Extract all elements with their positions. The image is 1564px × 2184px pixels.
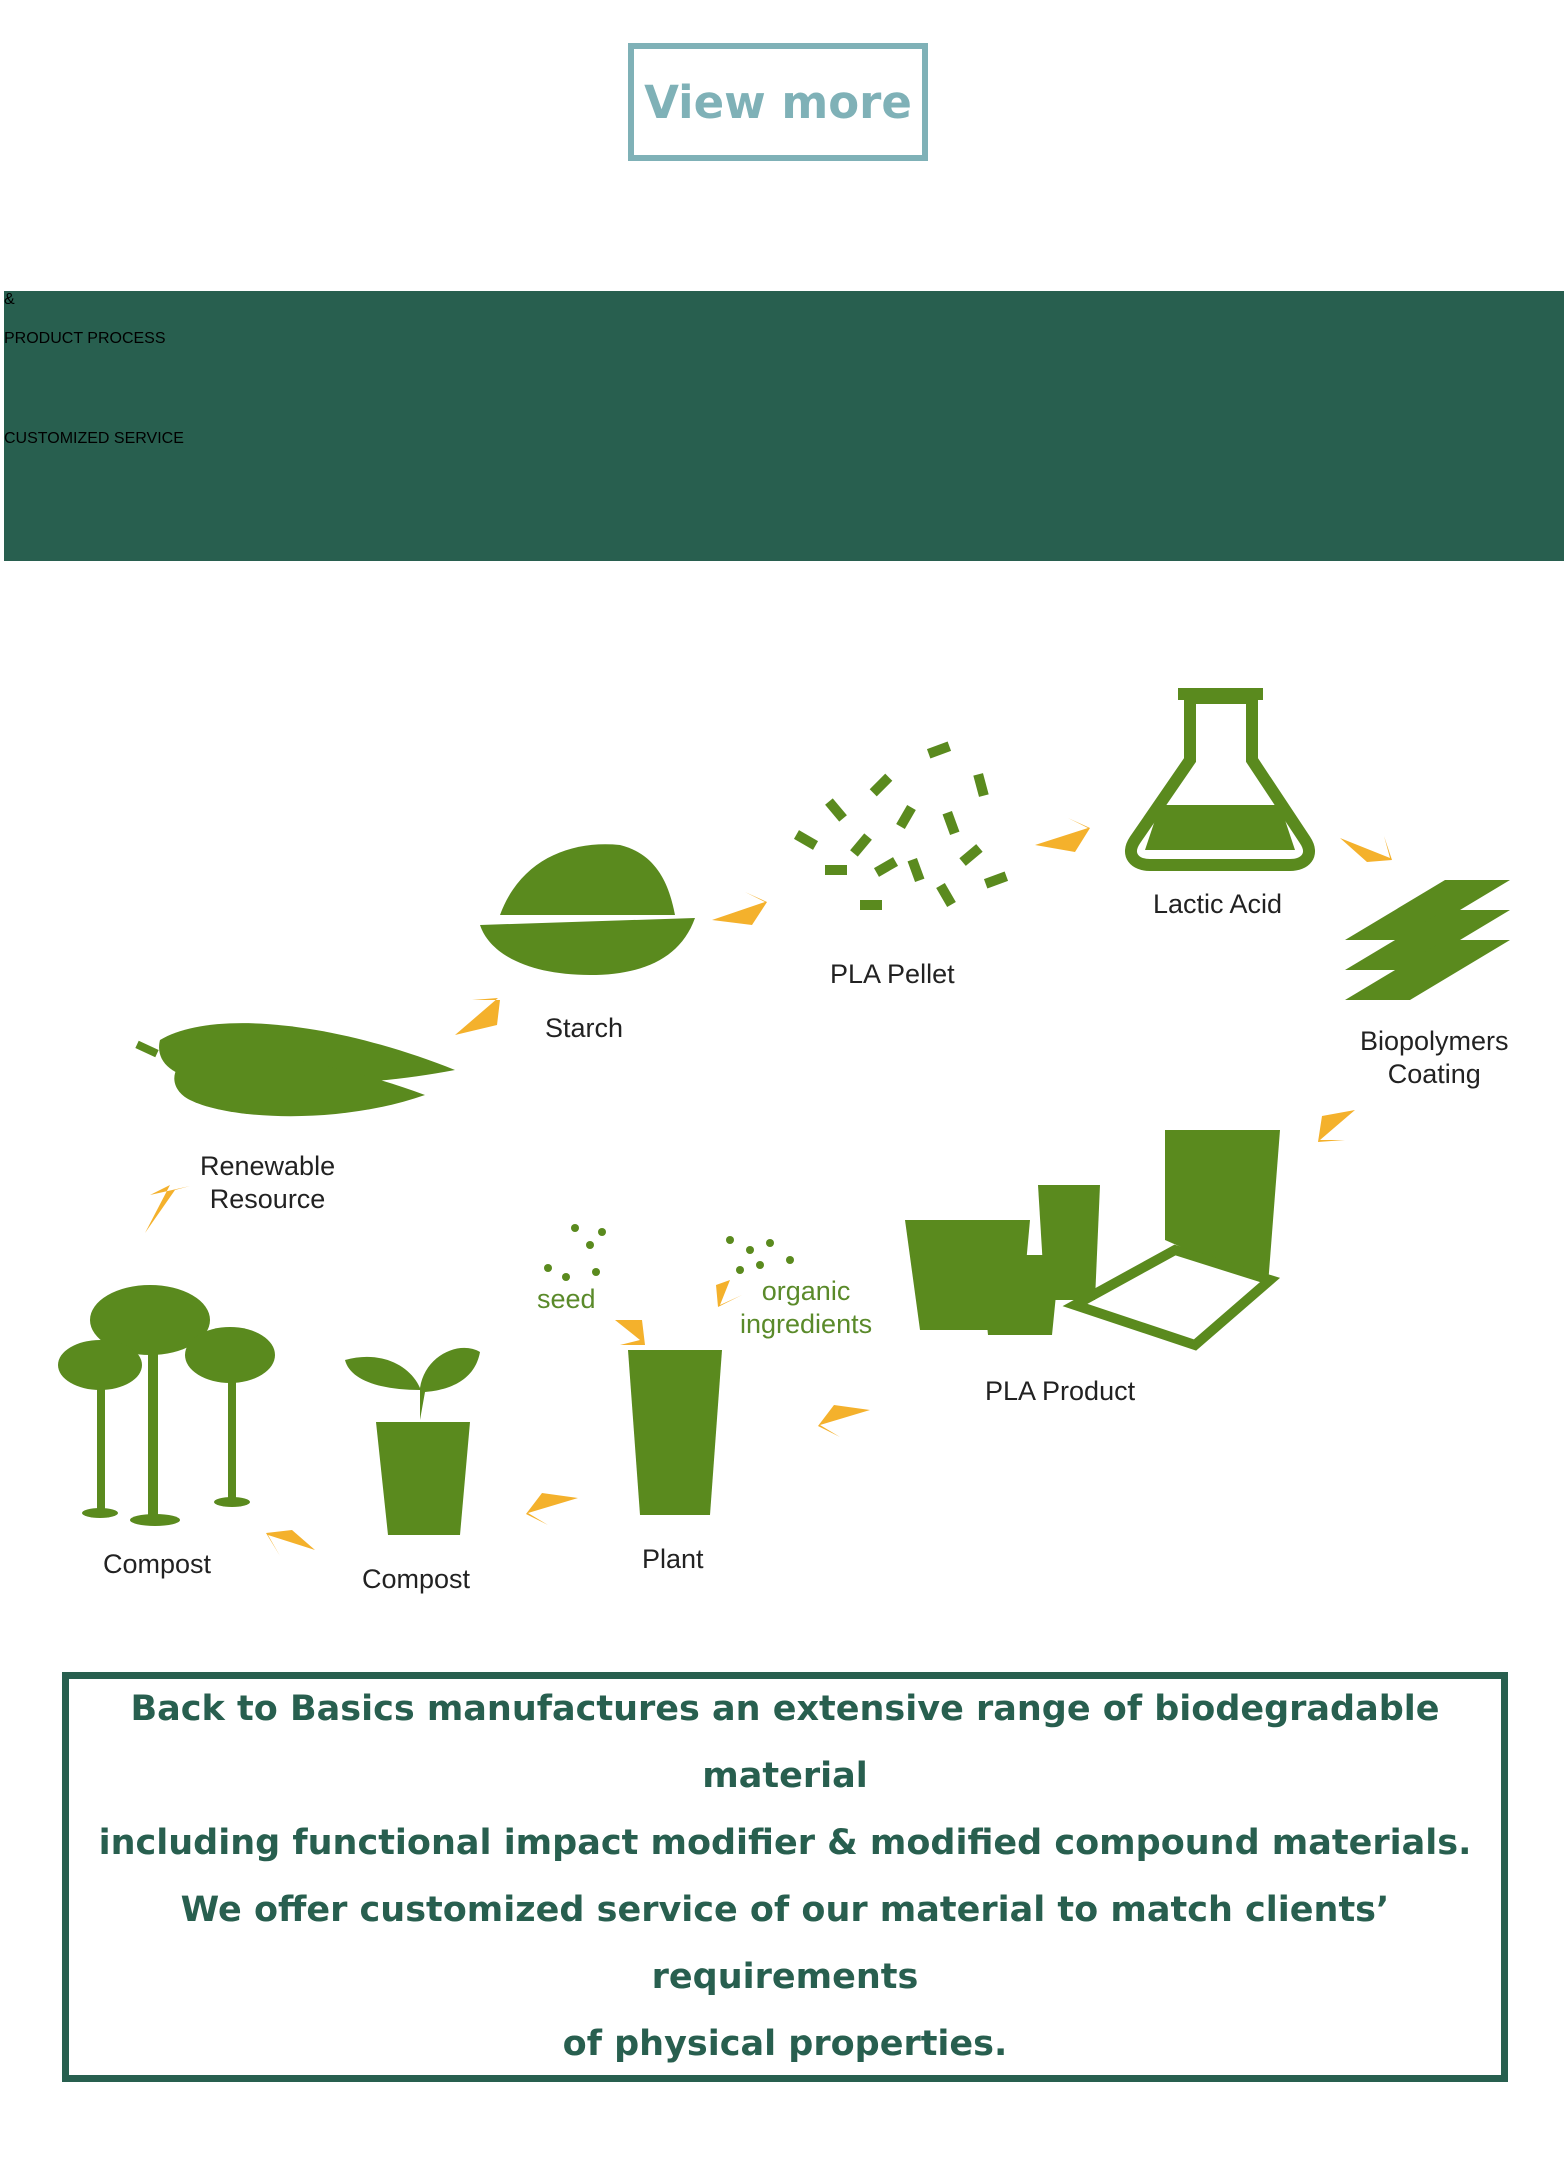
arrow-icon xyxy=(818,1405,870,1437)
plant-cup-icon xyxy=(628,1350,722,1515)
arrow-icon xyxy=(145,1185,190,1233)
label-starch: Starch xyxy=(545,1012,623,1045)
banner-title-line1: PRODUCT PROCESS xyxy=(4,330,1564,348)
info-line-2: including functional impact modifier & m… xyxy=(99,1823,1472,1863)
banner-title-line2: CUSTOMIZED SERVICE xyxy=(4,430,1564,448)
arrow-icon xyxy=(266,1530,315,1556)
label-pla-pellet: PLA Pellet xyxy=(830,958,955,991)
info-line-3: We offer customized service of our mater… xyxy=(181,1890,1390,1997)
arrow-icon xyxy=(712,892,767,925)
squash-icon xyxy=(135,1023,455,1116)
palm-trees-icon xyxy=(58,1285,275,1526)
compost-sprout-icon xyxy=(345,1348,480,1535)
info-line-1: Back to Basics manufactures an extensive… xyxy=(130,1689,1439,1796)
label-lactic-acid: Lactic Acid xyxy=(1153,888,1282,921)
label-seed: seed xyxy=(537,1283,596,1316)
seed-dots-icon xyxy=(544,1224,794,1281)
pla-product-icon xyxy=(905,1130,1280,1345)
starch-bowl-icon xyxy=(480,844,695,975)
pla-pellets-icon xyxy=(794,742,1008,910)
label-compost-trees: Compost xyxy=(103,1548,211,1581)
arrow-icon xyxy=(526,1493,578,1525)
info-line-4: of physical properties. xyxy=(563,2024,1008,2064)
arrow-icon xyxy=(455,998,500,1035)
info-text: Back to Basics manufactures an extensive… xyxy=(69,1676,1501,2078)
biopolymers-coating-icon xyxy=(1345,880,1510,1000)
process-illustration xyxy=(0,640,1564,1620)
arrow-icon xyxy=(1318,1110,1355,1142)
banner-ampersand: & xyxy=(4,291,1564,309)
arrow-icon xyxy=(1035,818,1090,852)
label-pla-product: PLA Product xyxy=(985,1375,1135,1408)
lactic-acid-flask-icon xyxy=(1131,688,1309,865)
view-more-button[interactable]: View more xyxy=(628,43,928,161)
info-box: Back to Basics manufactures an extensive… xyxy=(62,1672,1508,2082)
label-plant: Plant xyxy=(642,1543,704,1576)
label-compost-cup: Compost xyxy=(362,1563,470,1596)
arrow-icon xyxy=(1340,836,1392,862)
arrow-icon xyxy=(716,1280,742,1307)
arrow-icon xyxy=(615,1320,645,1345)
